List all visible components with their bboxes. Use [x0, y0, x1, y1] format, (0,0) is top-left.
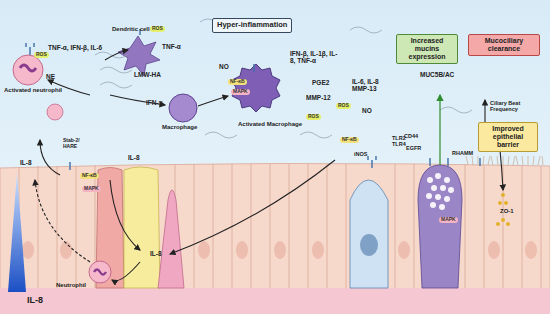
- annotation-label: IL-6, IL-8 MMP-13: [352, 78, 388, 92]
- annotation-label: MUC5B/AC: [420, 71, 454, 78]
- annotation-label: MAPK: [231, 89, 250, 95]
- box-text: Increased mucins expression: [401, 37, 453, 61]
- annotation-label: NO: [219, 63, 229, 70]
- annotation-label: ZO-1: [500, 208, 514, 215]
- annotation-label: Ciliary Beat Frequency: [490, 100, 536, 112]
- box-text: Hyper-inflammation: [217, 21, 287, 30]
- box-text: Mucociliary clearance: [473, 37, 535, 53]
- box-text: Improved epithelial barrier: [483, 125, 533, 149]
- annotation-label: TNF-α, IFN-β, IL-6: [48, 44, 102, 51]
- heading-box: Hyper-inflammation: [212, 18, 292, 33]
- annotation-label: IL-8: [150, 250, 162, 257]
- annotation-label: Activated neutrophil: [4, 87, 62, 94]
- annotation-label: MMP-12: [306, 94, 331, 101]
- annotation-label: TNF-α: [162, 43, 181, 50]
- annotation-label: RHAMM: [452, 150, 473, 156]
- annotation-label: Dendritic cell: [112, 26, 150, 33]
- annotation-label: LMW-HA: [134, 71, 161, 78]
- outcome-box: Improved epithelial barrier: [478, 122, 538, 152]
- outcome-box: Mucociliary clearance: [468, 34, 540, 56]
- annotation-label: IFN-γ: [146, 99, 162, 106]
- annotation-label: NO: [362, 107, 372, 114]
- annotation-label: ROS: [150, 26, 165, 32]
- annotation-label: MAPK: [439, 217, 458, 223]
- annotation-label: CD44: [404, 133, 418, 139]
- annotation-label: NF-κB: [228, 79, 247, 85]
- annotation-label: ROS: [34, 52, 49, 58]
- annotation-label: PGE2: [312, 79, 329, 86]
- annotation-label: Activated Macrophage: [238, 121, 302, 128]
- annotation-label: NF-κB: [80, 173, 99, 179]
- annotation-label: IL-8: [20, 159, 32, 166]
- annotation-label: MAPK: [82, 186, 101, 192]
- annotation-label: Stab-2/ HARE: [63, 138, 87, 149]
- outcome-box: Increased mucins expression: [396, 34, 458, 64]
- annotation-label: IL-8: [128, 154, 140, 161]
- annotation-label: Macrophage: [162, 124, 197, 131]
- annotation-label: Neutrophil: [56, 282, 86, 289]
- annotation-label: ROS: [306, 114, 321, 120]
- annotation-label: EGFR: [406, 145, 421, 151]
- annotation-label: iNOS: [354, 151, 367, 157]
- annotation-label: IFN-β, IL-1β, IL-8, TNF-α: [290, 50, 342, 64]
- annotation-label: NF-κB: [340, 137, 359, 143]
- annotation-label: NE: [46, 73, 55, 80]
- annotation-label: ROS: [336, 103, 351, 109]
- annotation-label: IL-8: [27, 296, 43, 306]
